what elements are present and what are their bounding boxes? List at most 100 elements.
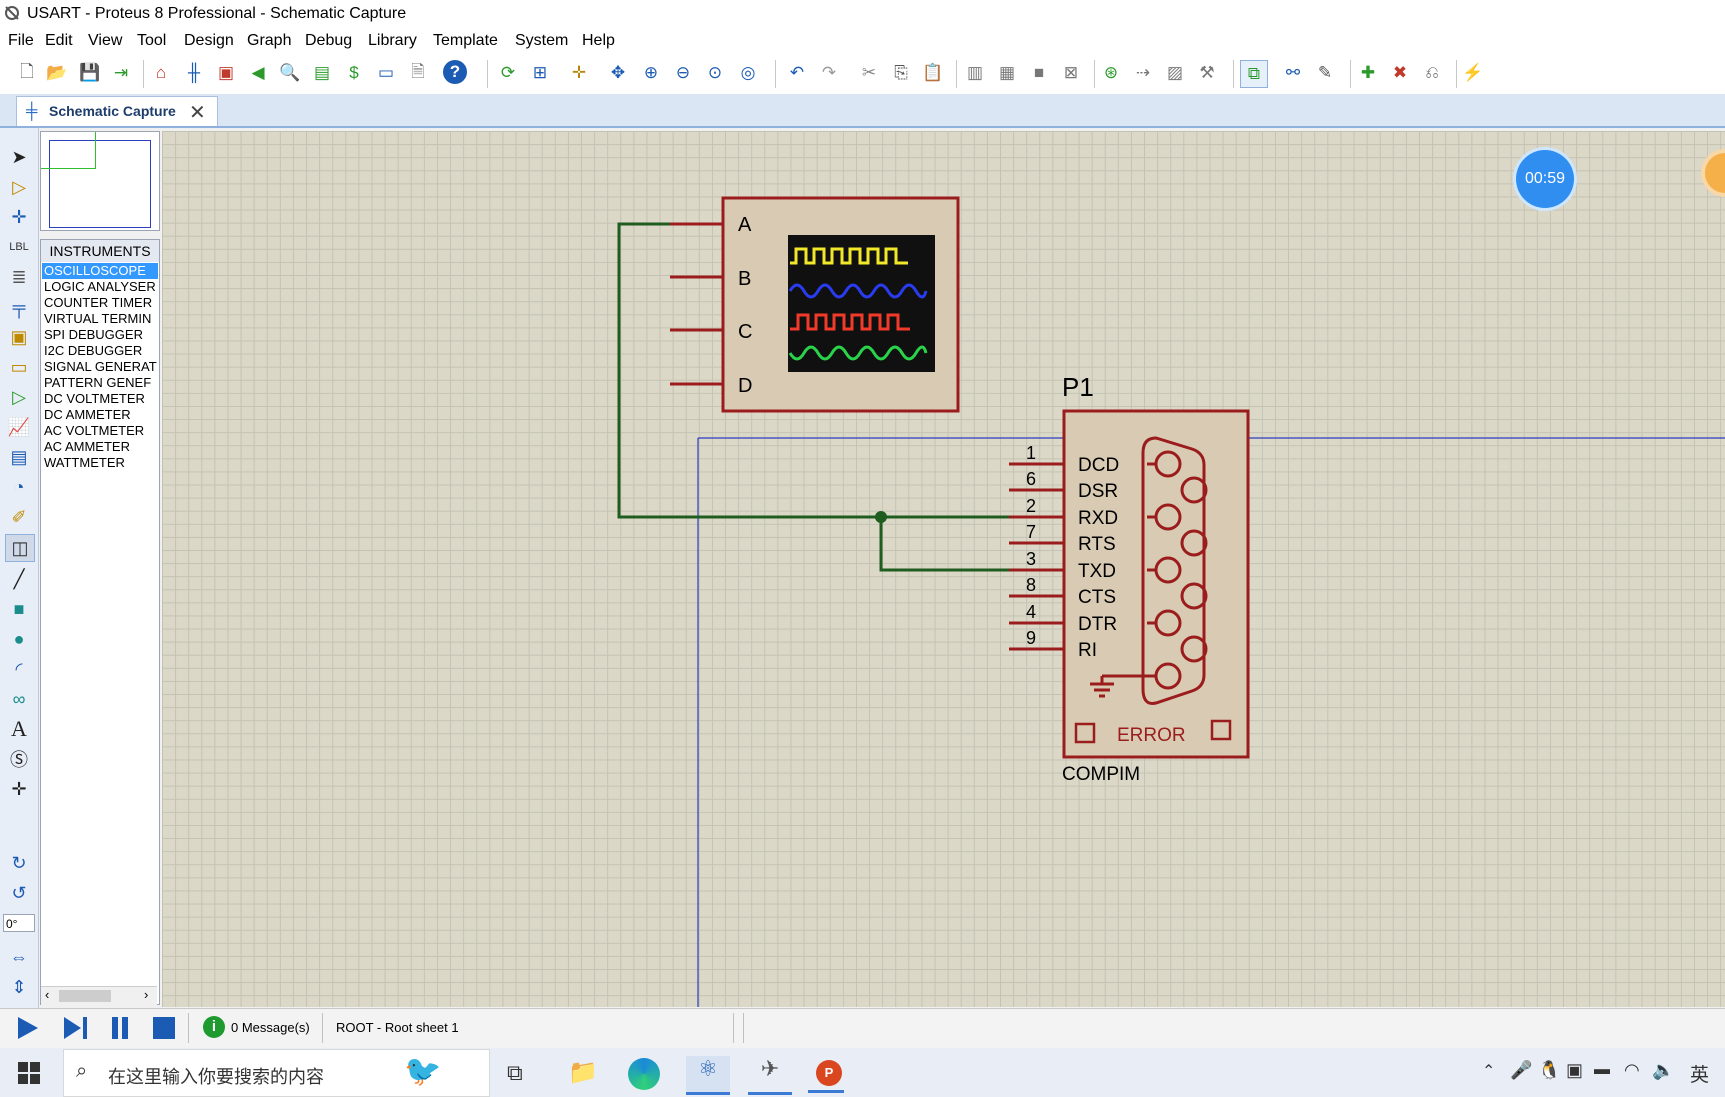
schematic-icon[interactable]: ╫ — [187, 63, 201, 82]
display-icon[interactable]: ▣ — [1566, 1060, 1584, 1080]
pause-icon[interactable] — [112, 1017, 118, 1039]
microphone-icon[interactable]: 🎤 — [1510, 1060, 1533, 1080]
list-item[interactable]: SPI DEBUGGER — [44, 327, 143, 342]
list-item[interactable]: LOGIC ANALYSER — [44, 279, 156, 294]
list-item[interactable]: DC VOLTMETER — [44, 391, 145, 406]
mirror-vertical-icon[interactable]: ⇕ — [11, 976, 27, 997]
input-language[interactable]: 英 — [1690, 1065, 1710, 1086]
text-script-icon[interactable]: ≣ — [11, 266, 27, 287]
line-tool-icon[interactable]: ╱ — [13, 568, 25, 589]
tape-recorder-icon[interactable]: ▤ — [10, 446, 28, 467]
symbol-tool-icon[interactable]: Ⓢ — [10, 750, 28, 770]
paste-icon[interactable]: 📋 — [922, 63, 944, 82]
new-sheet-icon[interactable]: ✚ — [1360, 63, 1376, 82]
buses-icon[interactable]: ╤ — [12, 296, 26, 317]
qq-icon[interactable]: 🐧 — [1538, 1060, 1561, 1080]
tab-schematic-capture[interactable]: ╪ Schematic Capture ✕ — [16, 96, 218, 126]
play-icon[interactable] — [18, 1017, 38, 1039]
wire-txd[interactable] — [879, 517, 1009, 572]
scroll-right-icon[interactable]: › — [144, 987, 149, 1002]
file-explorer-icon[interactable]: 📁 — [568, 1059, 598, 1086]
packaging-icon[interactable]: ▨ — [1166, 63, 1184, 82]
origin-icon[interactable]: ✛ — [571, 63, 587, 82]
mirror-horizontal-icon[interactable]: ⇔ — [10, 946, 28, 967]
step-icon[interactable] — [64, 1017, 81, 1039]
block-delete-icon[interactable]: ⊠ — [1063, 63, 1079, 82]
schematic-canvas[interactable]: A B C D P1 — [162, 131, 1725, 1007]
grid-icon[interactable]: ⊞ — [532, 63, 548, 82]
wire-autorouter-icon[interactable]: ⧉ — [1240, 60, 1268, 88]
menu-view[interactable]: View — [88, 32, 123, 49]
box-tool-icon[interactable]: ■ — [13, 598, 25, 619]
notes-icon[interactable]: 🗎 — [411, 61, 425, 81]
list-item[interactable]: SIGNAL GENERAT — [44, 359, 157, 374]
save-icon[interactable]: 💾 — [79, 63, 101, 82]
message-count[interactable]: 0 Message(s) — [231, 1020, 310, 1035]
zoom-area-icon[interactable]: ◎ — [740, 63, 756, 82]
rotate-cw-icon[interactable]: ↻ — [11, 852, 27, 873]
rotate-ccw-icon[interactable]: ↺ — [11, 882, 27, 903]
menu-design[interactable]: Design — [184, 32, 234, 49]
pick-device-icon[interactable]: ⊛ — [1103, 63, 1119, 82]
menu-file[interactable]: File — [8, 32, 34, 49]
oscilloscope-component[interactable]: A B C D — [670, 196, 960, 413]
search-binoculars-icon[interactable]: ⚯ — [1285, 63, 1301, 82]
wifi-icon[interactable]: ◠ — [1624, 1060, 1640, 1080]
list-item[interactable]: PATTERN GENEF — [44, 375, 152, 390]
refresh-icon[interactable]: ⟳ — [500, 63, 516, 82]
menu-library[interactable]: Library — [368, 32, 417, 49]
home-icon[interactable]: ⌂ — [155, 63, 167, 82]
volume-icon[interactable]: 🔈 — [1652, 1060, 1675, 1080]
remove-sheet-icon[interactable]: ✖ — [1392, 63, 1408, 82]
menu-graph[interactable]: Graph — [247, 32, 292, 49]
zoom-all-icon[interactable]: ⊙ — [707, 63, 723, 82]
list-item[interactable]: WATTMETER — [44, 455, 125, 470]
component-mode-icon[interactable]: ▷ — [12, 176, 26, 197]
menu-edit[interactable]: Edit — [45, 32, 73, 49]
windows-start-icon[interactable] — [18, 1062, 40, 1084]
list-item[interactable]: AC VOLTMETER — [44, 423, 145, 438]
recording-timer[interactable]: 00:59 — [1516, 150, 1574, 208]
property-tool-icon[interactable]: ✎ — [1317, 63, 1333, 82]
task-view-icon[interactable]: ⧉ — [507, 1060, 523, 1085]
design-explorer-icon[interactable]: 🔍 — [279, 63, 301, 82]
generator-icon[interactable]: ◔ — [13, 476, 25, 497]
list-item[interactable]: I2C DEBUGGER — [44, 343, 143, 358]
scroll-thumb[interactable] — [59, 990, 111, 1002]
list-item[interactable]: COUNTER TIMER — [44, 295, 153, 310]
gerber-icon[interactable]: ◀ — [251, 63, 265, 82]
undo-icon[interactable]: ↶ — [789, 63, 805, 82]
menu-debug[interactable]: Debug — [305, 32, 353, 49]
list-item[interactable]: VIRTUAL TERMIN — [44, 311, 152, 326]
selection-mode-icon[interactable]: ➤ — [11, 146, 27, 167]
path-tool-icon[interactable]: ∞ — [12, 688, 26, 709]
scroll-left-icon[interactable]: ‹ — [45, 987, 50, 1002]
zoom-in-icon[interactable]: ⊕ — [643, 63, 659, 82]
proteus-taskbar-icon[interactable]: ⚛ — [686, 1056, 730, 1095]
circle-tool-icon[interactable]: ● — [13, 628, 25, 649]
import-icon[interactable]: ⇥ — [113, 63, 129, 82]
powerpoint-taskbar-icon[interactable]: P — [808, 1058, 844, 1093]
new-file-icon[interactable]: 🗋 — [20, 61, 34, 81]
device-pins-icon[interactable]: ▷ — [12, 386, 26, 407]
wire-a-rxd[interactable] — [617, 222, 1009, 519]
decompose-icon[interactable]: ⚒ — [1199, 63, 1215, 82]
bom-icon[interactable]: ▤ — [313, 63, 331, 82]
arc-tool-icon[interactable]: ◜ — [15, 658, 23, 679]
text-tool-icon[interactable]: A — [11, 716, 27, 741]
open-folder-icon[interactable]: 📂 — [46, 63, 68, 82]
proteus-isis-taskbar-icon[interactable]: ✈ — [748, 1056, 792, 1095]
exit-parent-icon[interactable]: ⎌ — [1425, 63, 1439, 82]
graph-mode-icon[interactable]: 📈 — [7, 416, 31, 437]
list-item[interactable]: OSCILLOSCOPE — [42, 263, 158, 279]
block-copy-icon[interactable]: ▥ — [966, 63, 984, 82]
probe-icon[interactable]: ✐ — [11, 506, 27, 527]
menu-system[interactable]: System — [515, 32, 569, 49]
marker-tool-icon[interactable]: ✛ — [11, 778, 27, 799]
cut-icon[interactable]: ✂ — [861, 63, 877, 82]
make-device-icon[interactable]: ⇢ — [1135, 63, 1151, 82]
device-list-scrollbar[interactable]: ‹ › — [41, 986, 157, 1005]
copy-icon[interactable]: ⎘ — [894, 63, 908, 82]
stop-icon[interactable] — [153, 1017, 175, 1039]
list-item[interactable]: AC AMMETER — [44, 439, 130, 454]
